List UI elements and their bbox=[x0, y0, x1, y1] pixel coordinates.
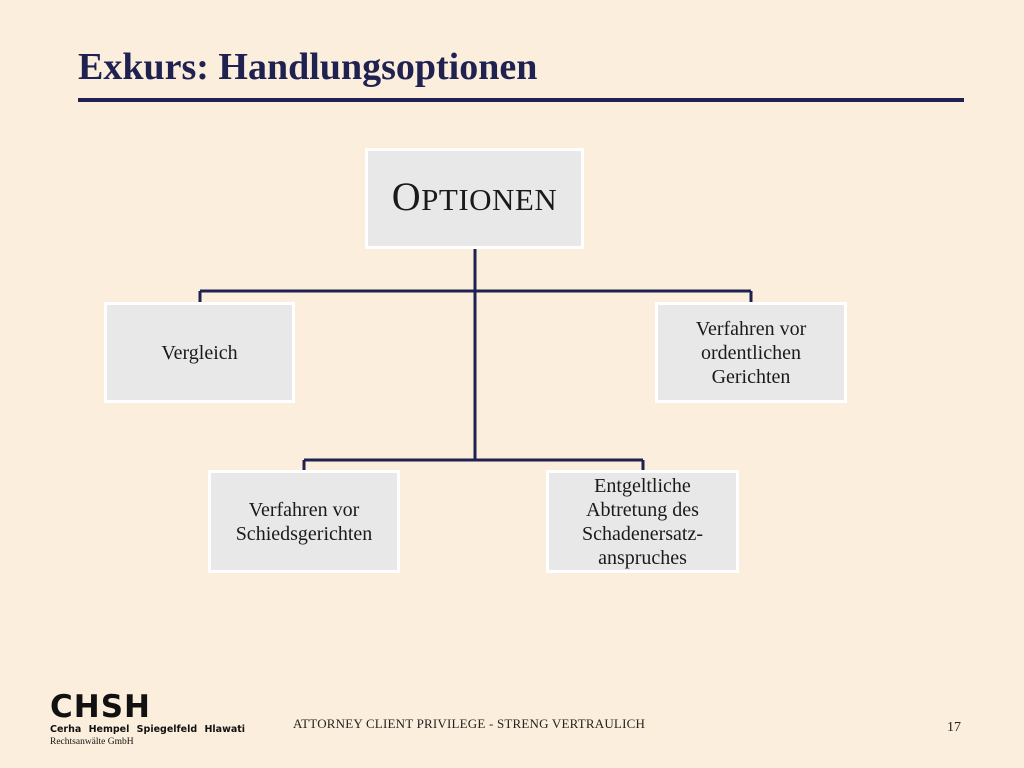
logo-subtitle: Rechtsanwälte GmbH bbox=[50, 737, 134, 747]
logo-wordmark: CHSH bbox=[50, 689, 151, 725]
logo-partner-names: Cerha Hempel Spiegelfeld Hlawati bbox=[50, 724, 246, 735]
firm-logo: CHSH Cerha Hempel Spiegelfeld Hlawati Re… bbox=[50, 690, 245, 748]
node-ordentliche-gerichte: Verfahren vor ordentlichen Gerichten bbox=[655, 302, 847, 403]
node-text-line: Schiedsgerichten bbox=[235, 522, 373, 545]
node-text-line: Verfahren vor bbox=[248, 498, 360, 521]
confidentiality-footer: ATTORNEY CLIENT PRIVILEGE - STRENG VERTR… bbox=[293, 716, 646, 731]
node-text-line: Abtretung des bbox=[586, 498, 699, 521]
node-text-line: Schadenersatz- bbox=[581, 522, 704, 545]
slide-title: Exkurs: Handlungsoptionen bbox=[78, 46, 538, 88]
title-underline bbox=[78, 98, 964, 102]
node-text-line: ordentlichen bbox=[701, 341, 801, 364]
node-text-line: Gerichten bbox=[711, 365, 791, 388]
node-text-line: Verfahren vor bbox=[695, 317, 807, 340]
root-node-optionen: OPTIONEN bbox=[365, 148, 584, 249]
root-node-rest: PTIONEN bbox=[421, 182, 558, 217]
node-text-line: Vergleich bbox=[161, 341, 238, 364]
root-node-initial: O bbox=[391, 174, 422, 219]
node-abtretung: Entgeltliche Abtretung des Schadenersatz… bbox=[546, 470, 739, 573]
node-text-line: anspruches bbox=[598, 546, 687, 569]
page-number: 17 bbox=[947, 720, 961, 735]
node-text-line: Entgeltliche bbox=[594, 474, 691, 497]
node-schiedsgerichte: Verfahren vor Schiedsgerichten bbox=[208, 470, 400, 573]
node-vergleich: Vergleich bbox=[104, 302, 295, 403]
